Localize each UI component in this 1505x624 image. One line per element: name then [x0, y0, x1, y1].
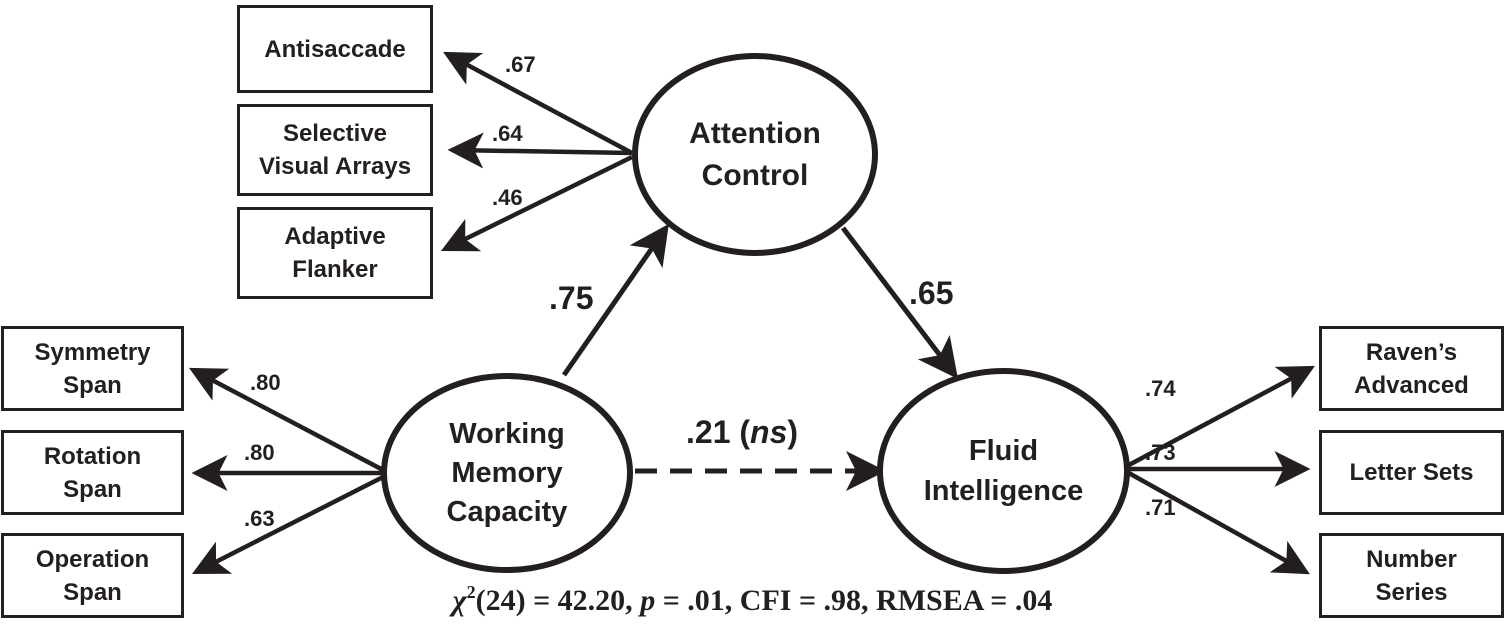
- path-coefficient: .21: [686, 414, 731, 450]
- loading-label-antisaccade: .67: [505, 52, 536, 77]
- indicator-label-line2: Advanced: [1354, 371, 1469, 399]
- factor-label-line2: Memory: [451, 456, 563, 489]
- indicator-label-line1: Raven’s: [1365, 338, 1458, 366]
- factor-label-line3: Capacity: [446, 495, 568, 528]
- factor-label-line1: Fluid: [968, 435, 1039, 467]
- indicator-label-line1: Rotation: [43, 442, 142, 470]
- indicator-label-line2: Visual Arrays: [258, 153, 412, 180]
- factor-label-line2: Control: [701, 158, 809, 192]
- indicator-label-line2: Span: [63, 578, 122, 606]
- indicator-label-line2: Flanker: [292, 256, 378, 283]
- loading-label-operation-span: .63: [244, 506, 275, 531]
- path-significance-note: ns: [750, 414, 788, 450]
- loading-label-ravens-advanced: .74: [1145, 376, 1176, 401]
- fit-p-symbol: p: [640, 584, 656, 617]
- loading-label-adaptive-flanker: .46: [492, 185, 523, 210]
- indicator-label-line1: Operation: [35, 545, 150, 573]
- factor-label-line1: Working: [449, 417, 565, 450]
- indicator-label-line1: Adaptive: [284, 223, 386, 250]
- indicator-label-line2: Span: [63, 371, 122, 399]
- fit-df-chi: (24) = 42.20,: [475, 584, 641, 617]
- path-label-wmc-to-gf: .21 (ns): [686, 414, 799, 450]
- indicator-label-line1: Symmetry: [34, 338, 151, 366]
- indicator-label-line2: Series: [1375, 578, 1448, 606]
- loading-arrow-operation-span: [191, 474, 385, 575]
- indicator-label: Letter Sets: [1349, 459, 1474, 486]
- indicator-letter-sets: Letter Sets: [1319, 430, 1504, 515]
- indicator-antisaccade: Antisaccade: [237, 5, 433, 93]
- indicator-label-line2: Span: [63, 475, 122, 503]
- indicator-label-line1: Selective: [282, 120, 388, 147]
- path-arrow-ac-to-gf: [841, 226, 959, 379]
- indicator-label: Antisaccade: [264, 35, 406, 63]
- path-arrow-wmc-to-ac: [561, 223, 669, 377]
- chi-square-exponent: 2: [466, 582, 476, 602]
- loading-label-rotation-span: .80: [244, 440, 275, 465]
- path-label-wmc-to-ac: .75: [549, 280, 594, 316]
- loading-label-symmetry-span: .80: [250, 370, 281, 395]
- loading-label-selective-visual-arrays: .64: [492, 121, 523, 146]
- fit-rest: = .01, CFI = .98, RMSEA = .04: [655, 584, 1053, 617]
- loading-arrow-adaptive-flanker: [440, 154, 633, 252]
- loading-arrow-antisaccade: [443, 51, 634, 155]
- loading-arrow-symmetry-span: [189, 367, 385, 472]
- path-label-ac-to-gf: .65: [909, 275, 954, 311]
- loading-label-letter-sets: .73: [1145, 440, 1176, 465]
- loading-arrow-number-series: [1125, 470, 1310, 575]
- model-fit-statistics: χ2(24) = 42.20, p = .01, CFI = .98, RMSE…: [0, 582, 1505, 618]
- factor-label-line1: Attention: [689, 116, 821, 150]
- loading-label-number-series: .71: [1145, 495, 1176, 520]
- loading-arrow-selective-visual-arrays: [447, 132, 633, 169]
- loading-arrow-ravens-advanced: [1125, 365, 1315, 468]
- indicator-label-line1: Number: [1366, 545, 1457, 573]
- factor-label-line2: Intelligence: [923, 475, 1084, 507]
- chi-square-symbol: χ: [452, 584, 467, 617]
